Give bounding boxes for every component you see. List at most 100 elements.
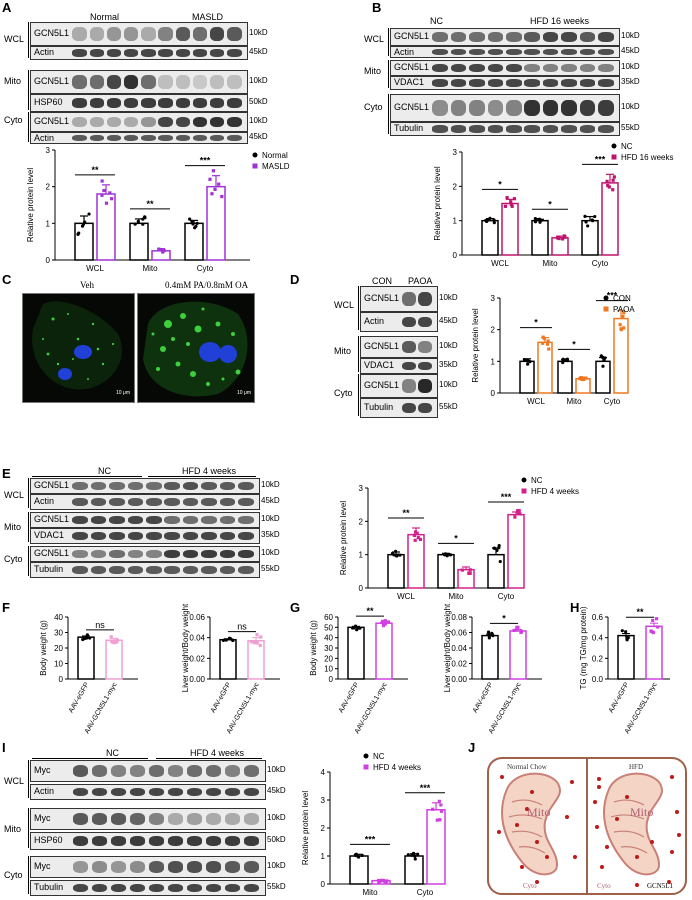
blot-band [90,481,107,491]
y-axis-label: Body weight (g) [39,620,48,676]
blot-e-group-label-0: NC [98,466,111,476]
blot-mw-label: 45kD [249,47,268,56]
blot-e-group-line [32,476,142,477]
blot-band [450,100,467,116]
data-point [460,568,464,572]
data-point [547,347,551,351]
data-point [515,628,519,632]
blot-band [227,75,242,89]
blot-protein-label: Actin [34,496,55,506]
blot-band [141,75,156,89]
blot-band [106,116,122,128]
data-point [503,204,508,208]
data-point [656,625,660,629]
blot-band [219,549,236,559]
blot-e-fraction-label: Cyto [4,554,23,564]
data-point [485,219,489,224]
blot-band [72,549,88,559]
legend-label: HFD 4 weeks [373,763,421,772]
data-point [353,853,357,857]
blot-mw-label: 10kD [261,548,280,557]
bar [77,636,95,680]
x-tick-label: WCL [527,397,545,406]
blot-band [146,481,162,491]
blot-band [72,135,87,141]
blot-band [209,135,225,141]
blot-band [219,497,236,507]
data-point [622,311,626,315]
blot-band [109,565,125,575]
bar [601,182,619,256]
data-point [538,220,542,224]
data-point [252,641,256,645]
blot-band [106,98,122,108]
blot-band [175,49,190,57]
data-point [255,633,259,637]
data-point [619,328,624,332]
blot-band [224,813,241,825]
data-point [100,179,104,183]
legend-marker [603,295,609,301]
blot-band [402,379,416,393]
data-point [586,224,590,228]
schematic: Normal Chow HFD Mito Mito Cyto Cyto GCN5… [487,757,687,895]
blot-band [469,79,485,87]
bar [519,360,535,394]
bar [617,634,635,680]
blot-d-strip: Actin [360,312,438,332]
panel-label-f: F [2,600,10,615]
y-tick-label: 0.04 [189,634,205,643]
y-tick-label: 3 [491,294,496,303]
blot-band [89,135,104,141]
significance-label: *** [607,291,618,301]
data-point [435,818,439,822]
blot-a-bracket [28,22,29,58]
blot-a-strip: HSP60 [30,94,248,112]
blot-band [487,32,504,42]
blot-d-strip: Tubulin [360,398,438,418]
blot-band [524,49,540,55]
blot-mw-label: 10kD [267,765,286,774]
blot-protein-label: HSP60 [34,97,63,107]
blot-band [205,836,222,846]
blot-mw-label: 45kD [267,786,286,795]
x-tick-label: AAV-GCN5L1-myc [226,681,261,735]
bar [645,625,663,680]
blot-i-fraction-label: Cyto [4,870,23,880]
blot-mw-label: 10kD [439,293,458,302]
blot-band [227,27,242,41]
schematic-label-cyto-left: Cyto [523,882,537,890]
y-tick-label: 0 [453,251,458,260]
y-tick-label: 1 [359,551,364,560]
blot-band [542,125,559,133]
data-point [396,553,400,557]
blot-d-bracket [358,336,359,372]
bar [74,222,94,261]
data-point [406,853,410,857]
blot-band [89,27,104,41]
blot-b-bracket [388,94,389,134]
blot-protein-label: Actin [34,133,55,143]
blot-mw-label: 35kD [439,360,458,369]
y-tick-label: 2 [359,517,364,526]
blot-band [227,135,242,141]
blot-mw-label: 10kD [267,861,286,870]
blot-e-strip: VDAC1 [30,528,260,544]
blot-mw-label: 10kD [439,380,458,389]
blot-e-fraction-label: WCL [4,490,24,500]
x-tick-label: AAV-GCN5L1-myc [354,681,389,735]
blot-band [110,861,127,873]
data-point [413,854,417,858]
y-axis-label: Liver weight/Body weight [181,603,190,692]
blot-band [561,63,577,73]
blot-mw-label: 35kD [261,530,280,539]
data-point [161,249,165,253]
blot-band [72,98,87,108]
blot-band [542,63,559,73]
blot-band [224,787,241,797]
y-tick-label: 2 [321,824,326,833]
blot-b-strip: Actin [390,46,620,58]
data-point [383,622,387,626]
blot-band [123,98,139,108]
